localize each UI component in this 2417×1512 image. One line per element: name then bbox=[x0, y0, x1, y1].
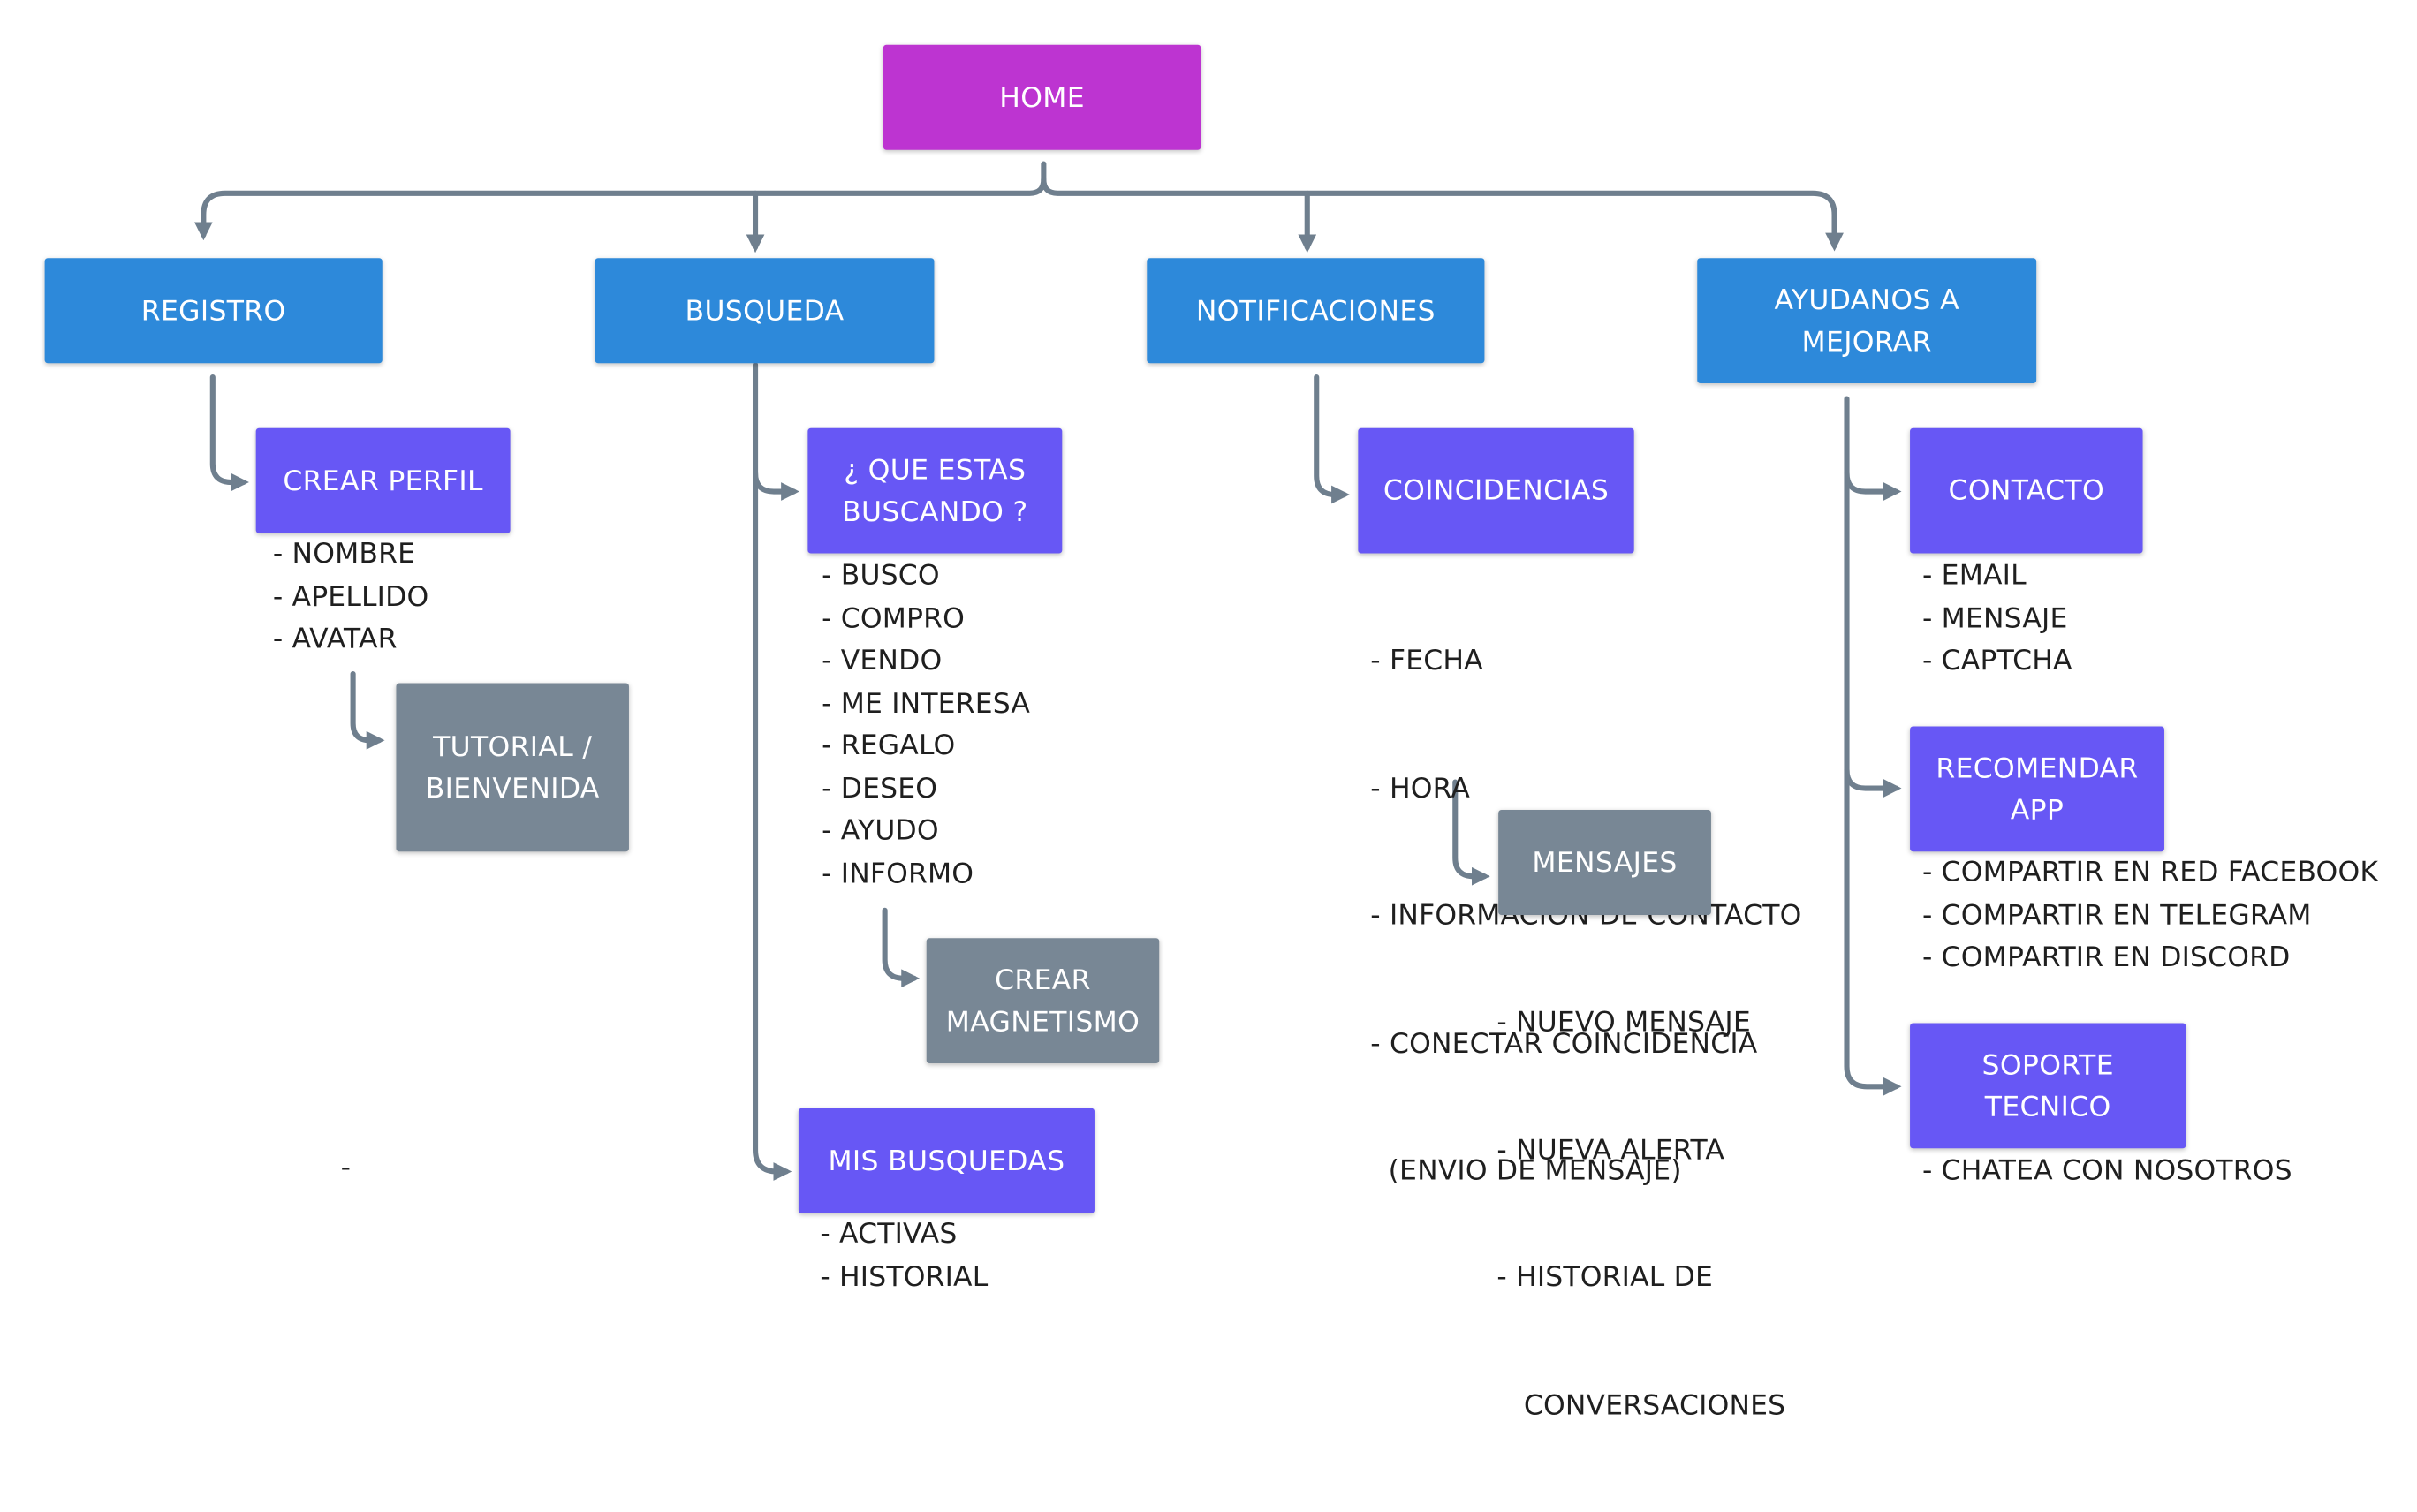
list-item: - COMPRO bbox=[822, 601, 966, 635]
list-item: - ACTIVAS bbox=[820, 1218, 958, 1251]
node-registro-label: REGISTRO bbox=[140, 294, 286, 328]
node-que-estas-label-line1: ¿ QUE ESTAS bbox=[844, 453, 1027, 487]
list-soporte-tecnico: - CHATEA CON NOSOTROS bbox=[1922, 1150, 2292, 1192]
list-item: - HORA bbox=[1370, 772, 1471, 805]
list-item: (ENVIO DE MENSAJE) bbox=[1370, 1154, 1682, 1187]
list-item: - BUSCO bbox=[822, 559, 940, 593]
connector-lines bbox=[193, 161, 1902, 1181]
list-item: - COMPARTIR EN RED FACEBOOK bbox=[1922, 856, 2379, 889]
node-coincidencias: COINCIDENCIAS bbox=[1358, 427, 1634, 554]
node-contacto: CONTACTO bbox=[1910, 427, 2143, 554]
node-soporte-label-line2: TECNICO bbox=[1984, 1090, 2111, 1123]
node-tutorial-label-line2: BIENVENIDA bbox=[425, 772, 600, 805]
node-contacto-label: CONTACTO bbox=[1948, 474, 2105, 507]
connector-coinc-mensajes bbox=[1452, 779, 1490, 886]
node-magnetismo-label-line2: MAGNETISMO bbox=[945, 1005, 1140, 1039]
node-busqueda: BUSQUEDA bbox=[595, 258, 935, 364]
connector-ayudanos-recomendar bbox=[1844, 767, 1902, 798]
list-item: - APELLIDO bbox=[272, 580, 429, 613]
list-item: - VENDO bbox=[822, 644, 943, 677]
node-recomendar-label-line2: APP bbox=[2010, 793, 2065, 827]
node-que-estas-label-line2: BUSCANDO ? bbox=[842, 495, 1028, 528]
node-ayudanos-label-line1: AYUDANOS A bbox=[1774, 284, 1959, 316]
node-soporte-label-line1: SOPORTE bbox=[1981, 1048, 2114, 1082]
list-crear-perfil: - NOMBRE - APELLIDO - AVATAR bbox=[273, 533, 429, 661]
connector-busqueda-trunk bbox=[752, 361, 792, 1181]
connector-home-right bbox=[1041, 176, 1844, 252]
connector-registro-crear-perfil bbox=[209, 374, 249, 492]
sitemap-diagram: HOME REGISTRO BUSQUEDA NOTIFICACIONES AY… bbox=[44, 44, 2378, 1421]
list-item: - COMPARTIR EN TELEGRAM bbox=[1922, 898, 2312, 932]
node-notificaciones: NOTIFICACIONES bbox=[1147, 258, 1485, 364]
node-recomendar-label-line1: RECOMENDAR bbox=[1936, 752, 2139, 785]
list-item: - ME INTERESA bbox=[822, 686, 1031, 720]
node-ayudanos-a-mejorar: AYUDANOS A MEJORAR bbox=[1697, 258, 2037, 383]
node-crear-magnetismo: CREAR MAGNETISMO bbox=[926, 938, 1160, 1063]
connector-notif-coincidencias bbox=[1314, 374, 1350, 504]
list-item: - INFORMO bbox=[822, 857, 974, 890]
node-recomendar-app: RECOMENDAR APP bbox=[1910, 726, 2164, 852]
connector-busqueda-que bbox=[752, 470, 799, 501]
node-mis-busquedas: MIS BUSQUEDAS bbox=[798, 1108, 1095, 1213]
list-item: - MENSAJE bbox=[1922, 601, 2068, 635]
list-item: - CONECTAR COINCIDENCIA bbox=[1370, 1026, 1758, 1060]
node-coincidencias-label: COINCIDENCIAS bbox=[1383, 474, 1610, 507]
list-item: - NUEVA ALERTA bbox=[1496, 1133, 1725, 1167]
node-notificaciones-label: NOTIFICACIONES bbox=[1195, 294, 1436, 328]
connector-ayudanos-trunk bbox=[1844, 396, 1902, 1096]
node-crear-perfil: CREAR PERFIL bbox=[255, 427, 511, 533]
list-item: - AVATAR bbox=[272, 623, 398, 655]
list-item: - FECHA bbox=[1370, 644, 1483, 677]
list-coincidencias: - FECHA - HORA - INFORMACION DE CONTACTO… bbox=[1370, 555, 1801, 1277]
node-mensajes-label: MENSAJES bbox=[1532, 846, 1678, 879]
node-mis-busquedas-label: MIS BUSQUEDAS bbox=[828, 1144, 1065, 1177]
node-registro: REGISTRO bbox=[44, 258, 383, 364]
list-item: - AYUDO bbox=[822, 814, 939, 847]
node-ayudanos-label-line2: MEJORAR bbox=[1801, 325, 1932, 359]
node-busqueda-label: BUSQUEDA bbox=[685, 294, 845, 328]
connector-perfil-tutorial bbox=[350, 670, 385, 750]
list-item: - NOMBRE bbox=[272, 538, 416, 571]
list-item: - CHATEA CON NOSOTROS bbox=[1922, 1154, 2292, 1187]
list-item: - EMAIL bbox=[1922, 559, 2027, 593]
list-item: - NUEVO MENSAJE bbox=[1496, 1006, 1751, 1039]
list-item: CONVERSACIONES bbox=[1496, 1388, 1786, 1422]
node-tutorial-bienvenida: TUTORIAL / BIENVENIDA bbox=[396, 683, 629, 852]
connector-home-trunk bbox=[193, 161, 1047, 241]
node-que-estas-buscando: ¿ QUE ESTAS BUSCANDO ? bbox=[807, 427, 1063, 554]
node-crear-perfil-label: CREAR PERFIL bbox=[283, 464, 483, 497]
node-tutorial-label-line1: TUTORIAL / bbox=[433, 730, 593, 763]
node-mensajes: MENSAJES bbox=[1498, 810, 1711, 915]
list-item: - CAPTCHA bbox=[1922, 644, 2072, 677]
connector-ayudanos-contacto bbox=[1844, 470, 1902, 501]
list-mis-busquedas: - ACTIVAS - HISTORIAL bbox=[820, 1213, 988, 1298]
list-item: - HISTORIAL DE bbox=[1496, 1261, 1713, 1294]
node-home-label: HOME bbox=[999, 80, 1085, 114]
list-contacto: - EMAIL - MENSAJE - CAPTCHA bbox=[1922, 555, 2072, 682]
list-que-estas-buscando: - BUSCO - COMPRO - VENDO - ME INTERESA -… bbox=[822, 555, 1030, 895]
list-item: - DESEO bbox=[822, 772, 938, 805]
node-home: HOME bbox=[883, 44, 1201, 150]
list-item: - HISTORIAL bbox=[820, 1260, 989, 1293]
stray-dash: - bbox=[340, 1151, 351, 1184]
node-magnetismo-label-line1: CREAR bbox=[995, 964, 1091, 996]
list-mensajes: - NUEVO MENSAJE - NUEVA ALERTA - HISTORI… bbox=[1496, 917, 1785, 1512]
node-soporte-tecnico: SOPORTE TECNICO bbox=[1910, 1023, 2186, 1149]
list-item: - COMPARTIR EN DISCORD bbox=[1922, 941, 2291, 974]
connector-que-magnetismo bbox=[882, 907, 921, 988]
list-item: - REGALO bbox=[822, 730, 956, 762]
list-recomendar-app: - COMPARTIR EN RED FACEBOOK - COMPARTIR … bbox=[1922, 851, 2378, 979]
